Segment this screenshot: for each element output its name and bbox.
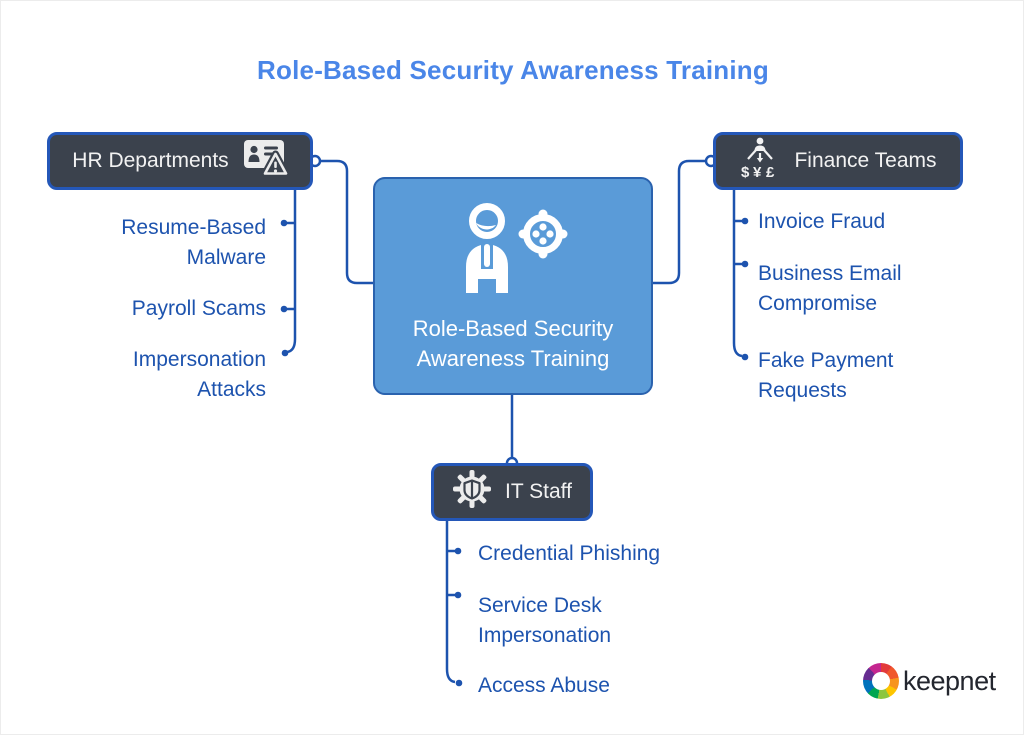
svg-text:¥: ¥ xyxy=(753,164,762,180)
branch-item: Business Email Compromise xyxy=(758,262,902,315)
gear-shield-icon xyxy=(452,469,492,515)
person-target-icon xyxy=(445,195,581,300)
center-node-label: Role-Based Security Awareness Training xyxy=(412,316,614,371)
branch-item: Invoice Fraud xyxy=(758,210,886,233)
keepnet-logo: keepnet xyxy=(863,663,996,699)
node-it-staff: IT Staff xyxy=(431,463,593,521)
logo-wordmark: keepnet xyxy=(903,665,996,696)
branch-item: Access Abuse xyxy=(478,674,610,697)
node-hr-departments: HR Departments xyxy=(47,132,313,190)
node-finance-teams: $ ¥ £ Finance Teams xyxy=(713,132,963,190)
keepnet-pinwheel-icon xyxy=(863,663,899,699)
branch-item: Resume-Based Malware xyxy=(121,216,266,269)
branch-item: Credential Phishing xyxy=(478,542,661,565)
node-label: HR Departments xyxy=(72,149,229,172)
id-card-warning-icon xyxy=(242,137,290,185)
branch-item: Service Desk Impersonation xyxy=(478,594,612,647)
svg-text:£: £ xyxy=(766,164,775,180)
branch-item: Payroll Scams xyxy=(131,297,266,320)
center-node: Role-Based Security Awareness Training xyxy=(373,177,653,395)
org-currency-icon: $ ¥ £ xyxy=(739,136,781,186)
node-label: Finance Teams xyxy=(794,149,937,172)
node-label: IT Staff xyxy=(505,480,572,503)
page-title: Role-Based Security Awareness Training xyxy=(257,55,769,85)
svg-text:$: $ xyxy=(741,164,750,180)
branch-item: Fake Payment Requests xyxy=(758,349,894,402)
branch-item: Impersonation Attacks xyxy=(132,348,266,401)
